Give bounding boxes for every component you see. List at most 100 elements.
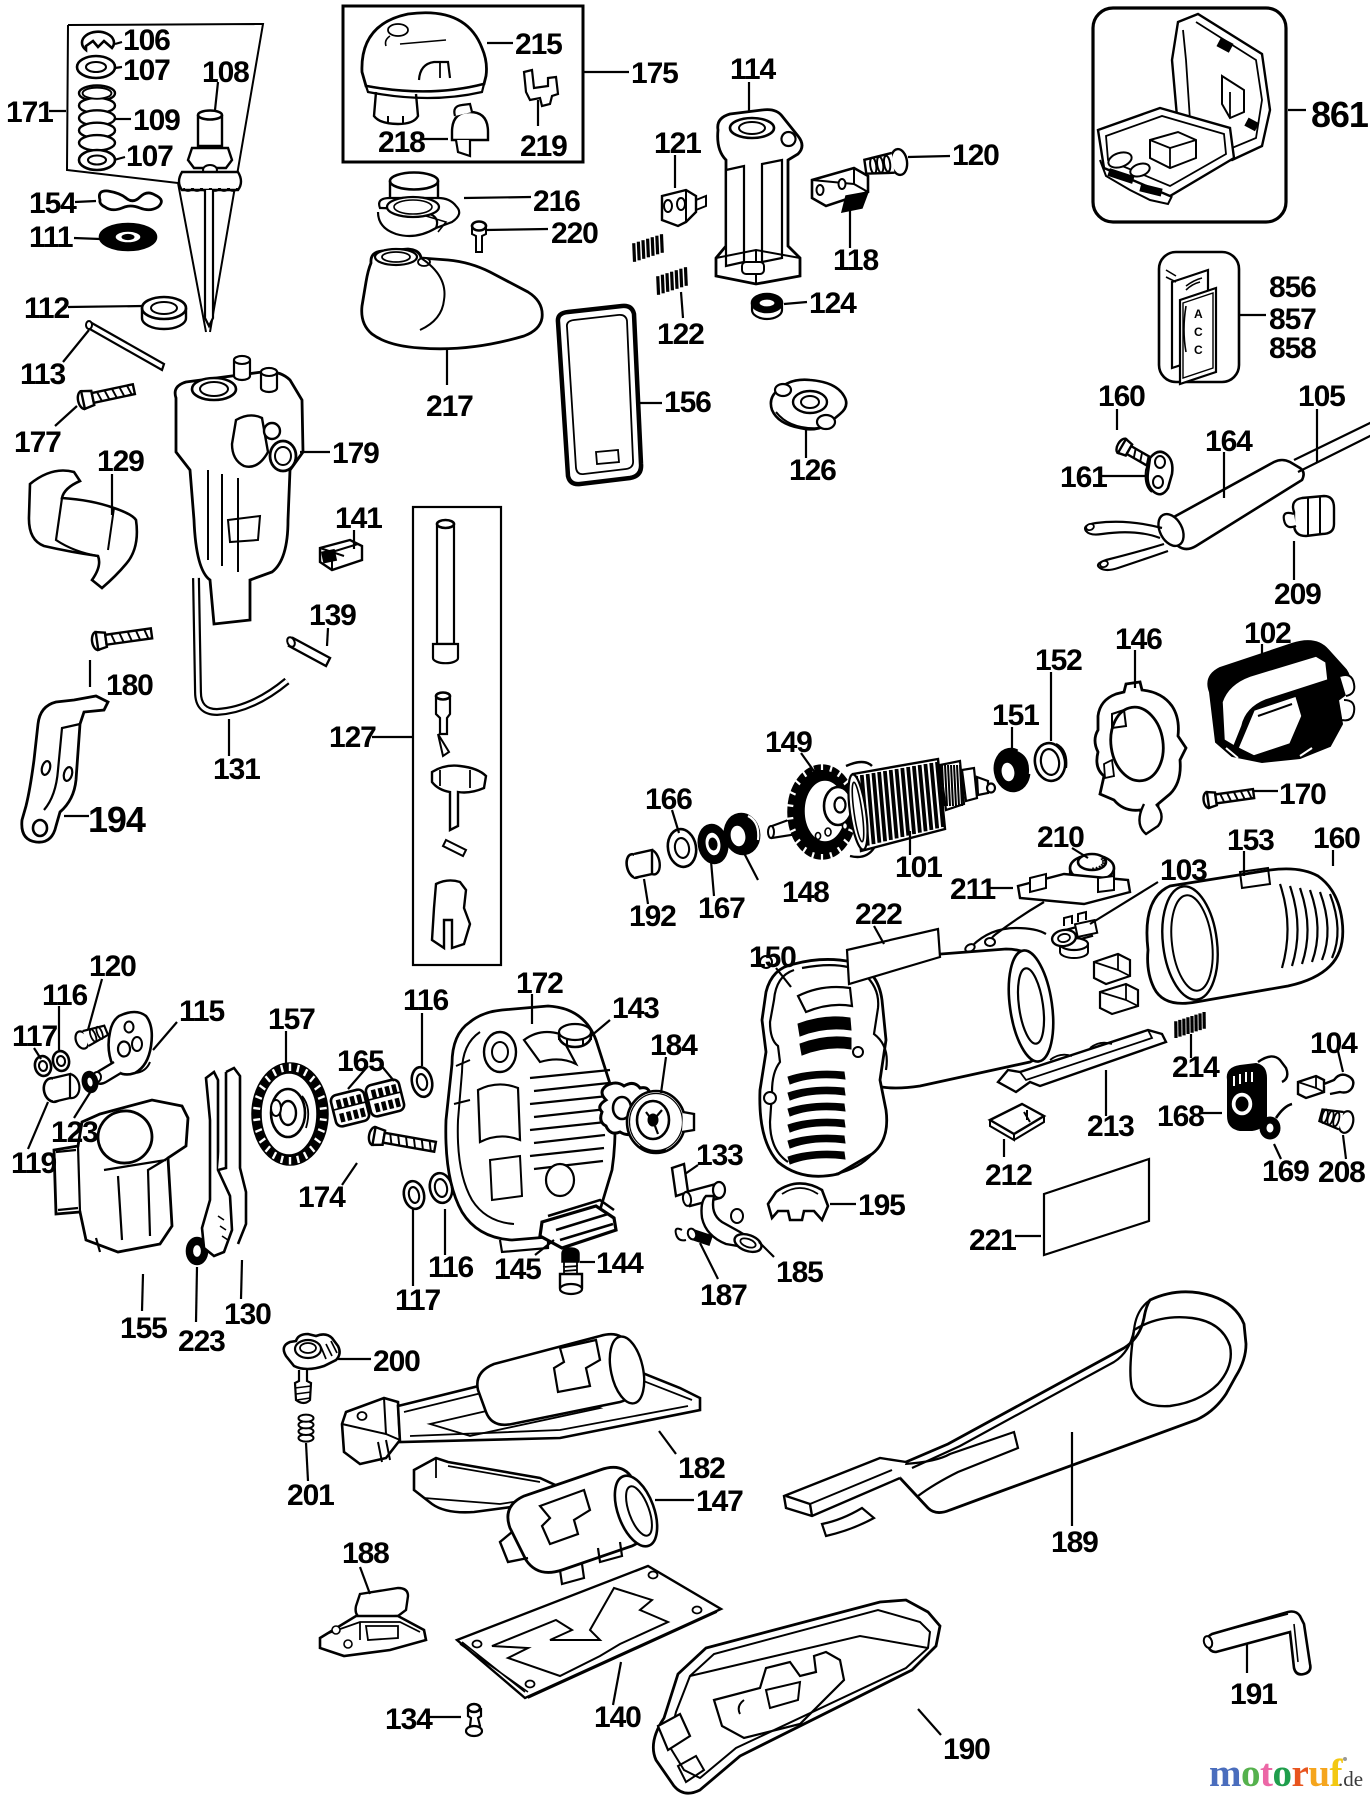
svg-text:175: 175 [631,57,678,90]
svg-text:108: 108 [202,56,249,89]
svg-text:168: 168 [1157,1100,1204,1133]
svg-text:105: 105 [1298,380,1345,413]
svg-text:C: C [1194,343,1203,357]
svg-text:153: 153 [1227,824,1274,857]
svg-text:114: 114 [730,53,777,86]
svg-text:190: 190 [943,1733,990,1766]
svg-text:179: 179 [332,437,379,470]
svg-text:160: 160 [1098,380,1145,413]
svg-text:.de: .de [1338,1767,1363,1791]
svg-text:motoruf: motoruf [1209,1752,1344,1795]
svg-text:112: 112 [24,292,70,325]
svg-text:111: 111 [29,221,73,254]
svg-text:223: 223 [178,1325,225,1358]
svg-text:200: 200 [373,1345,420,1378]
svg-text:160: 160 [1313,822,1360,855]
svg-text:116: 116 [428,1251,474,1284]
svg-text:104: 104 [1310,1027,1358,1060]
svg-text:201: 201 [287,1479,334,1512]
svg-text:164: 164 [1205,425,1253,458]
svg-text:188: 188 [342,1537,389,1570]
svg-text:139: 139 [309,599,356,632]
svg-text:856: 856 [1269,271,1316,304]
svg-text:222: 222 [855,898,902,931]
svg-text:127: 127 [329,721,376,754]
svg-text:A: A [1194,307,1203,321]
svg-text:209: 209 [1274,578,1321,611]
svg-text:130: 130 [224,1298,271,1331]
svg-text:172: 172 [516,967,563,1000]
svg-text:219: 219 [520,130,567,163]
svg-text:123: 123 [51,1116,98,1149]
svg-text:131: 131 [213,753,260,786]
svg-text:214: 214 [1172,1051,1220,1084]
svg-text:170: 170 [1279,778,1326,811]
svg-text:146: 146 [1115,623,1162,656]
svg-text:155: 155 [120,1312,167,1345]
svg-text:216: 216 [533,185,580,218]
svg-text:150: 150 [749,941,796,974]
svg-text:118: 118 [833,244,879,277]
svg-text:129: 129 [97,445,144,478]
svg-text:116: 116 [403,984,449,1017]
svg-text:120: 120 [952,139,999,172]
svg-text:126: 126 [789,454,836,487]
svg-text:143: 143 [612,992,659,1025]
svg-text:141: 141 [335,502,382,535]
svg-text:192: 192 [629,900,676,933]
svg-text:101: 101 [895,851,942,884]
svg-text:109: 109 [133,104,180,137]
svg-text:157: 157 [268,1003,315,1036]
svg-text:220: 220 [551,217,598,250]
svg-text:208: 208 [1318,1156,1365,1189]
svg-text:C: C [1194,325,1203,339]
svg-text:121: 121 [654,127,701,160]
svg-text:211: 211 [950,873,996,906]
svg-text:218: 218 [378,126,425,159]
svg-text:184: 184 [650,1029,698,1062]
svg-text:140: 140 [594,1701,641,1734]
svg-text:210: 210 [1037,821,1084,854]
svg-text:166: 166 [645,783,692,816]
svg-text:187: 187 [700,1279,747,1312]
svg-text:107: 107 [126,140,173,173]
svg-text:185: 185 [776,1256,823,1289]
svg-text:124: 124 [809,287,857,320]
svg-text:189: 189 [1051,1526,1098,1559]
svg-text:106: 106 [123,24,170,57]
svg-text:215: 215 [515,28,562,61]
svg-text:174: 174 [298,1181,346,1214]
svg-text:134: 134 [385,1703,433,1736]
svg-text:194: 194 [88,799,146,840]
svg-text:145: 145 [494,1253,541,1286]
svg-text:171: 171 [6,96,53,129]
svg-text:113: 113 [20,358,66,391]
svg-text:119: 119 [11,1147,57,1180]
svg-text:103: 103 [1160,854,1207,887]
svg-text:144: 144 [596,1247,644,1280]
svg-text:212: 212 [985,1159,1032,1192]
svg-text:217: 217 [426,390,473,423]
svg-text:182: 182 [678,1452,725,1485]
svg-text:117: 117 [395,1284,441,1317]
svg-text:161: 161 [1060,461,1107,494]
svg-text:180: 180 [106,669,153,702]
svg-text:120: 120 [89,950,136,983]
svg-text:156: 156 [664,386,711,419]
svg-text:102: 102 [1244,617,1291,650]
svg-text:167: 167 [698,892,745,925]
svg-text:152: 152 [1035,644,1082,677]
svg-text:177: 177 [14,426,61,459]
svg-text:147: 147 [696,1485,743,1518]
svg-text:213: 213 [1087,1110,1134,1143]
svg-text:107: 107 [123,54,170,87]
svg-text:133: 133 [696,1139,743,1172]
svg-text:221: 221 [969,1224,1016,1257]
svg-text:861: 861 [1311,94,1369,135]
svg-text:195: 195 [858,1189,905,1222]
svg-text:858: 858 [1269,332,1316,365]
svg-text:169: 169 [1262,1155,1309,1188]
svg-text:151: 151 [992,699,1039,732]
svg-text:116: 116 [42,979,88,1012]
svg-text:191: 191 [1230,1678,1277,1711]
